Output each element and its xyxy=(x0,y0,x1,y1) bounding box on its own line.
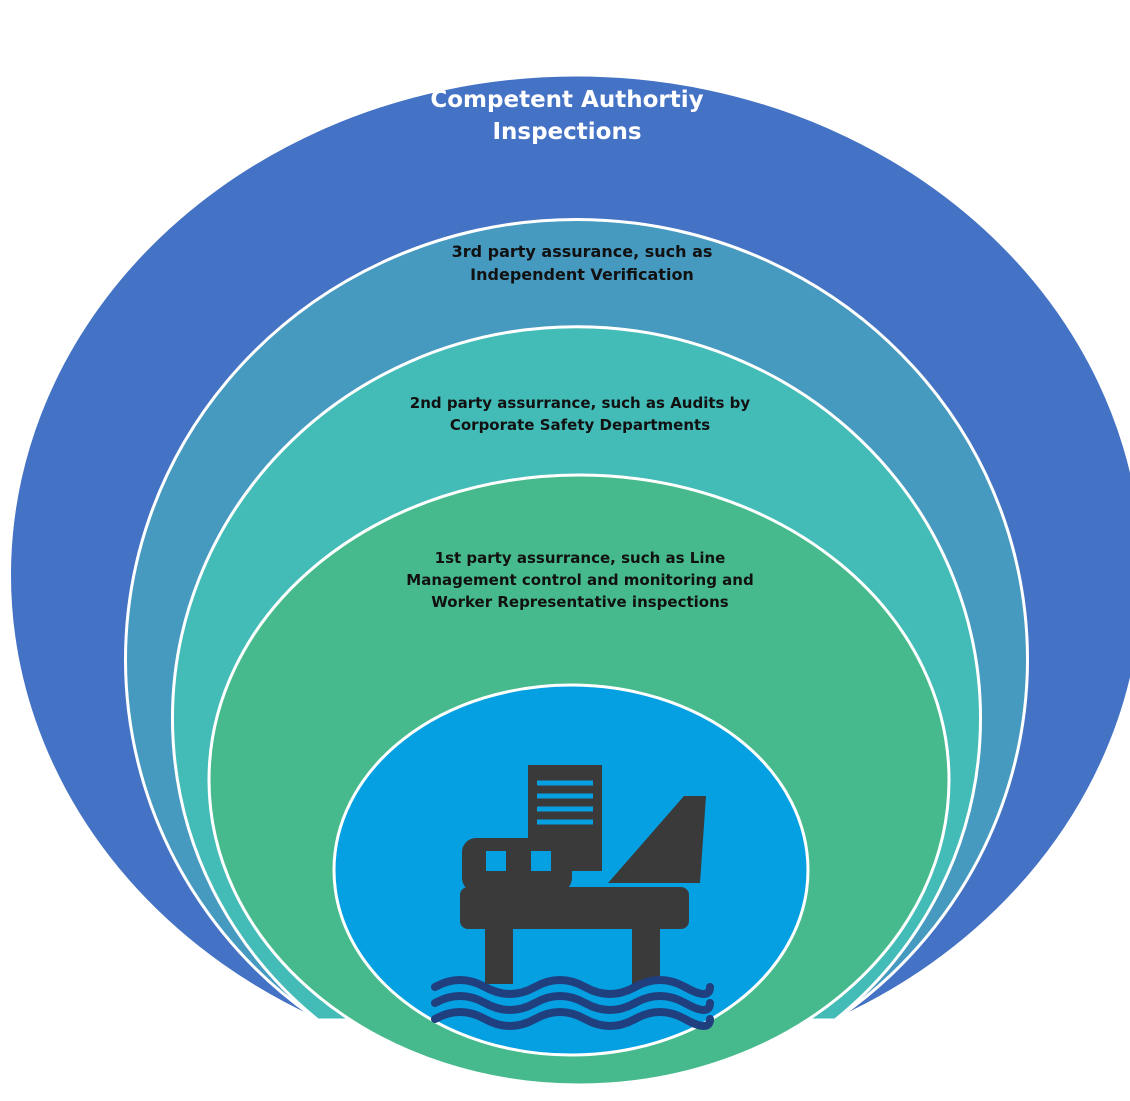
offshore-oil-rig-icon xyxy=(431,765,714,1030)
label-second-party-assurance: 2nd party assurrance, such as Audits by … xyxy=(409,394,751,434)
label-competent-authority-inspections: Competent Authortiy Inspections xyxy=(430,87,704,146)
label-third-party-assurance: 3rd party assurance, such as Independent… xyxy=(451,242,713,285)
label-first-party-assurance: 1st party assurrance, such as Line Manag… xyxy=(406,549,754,611)
